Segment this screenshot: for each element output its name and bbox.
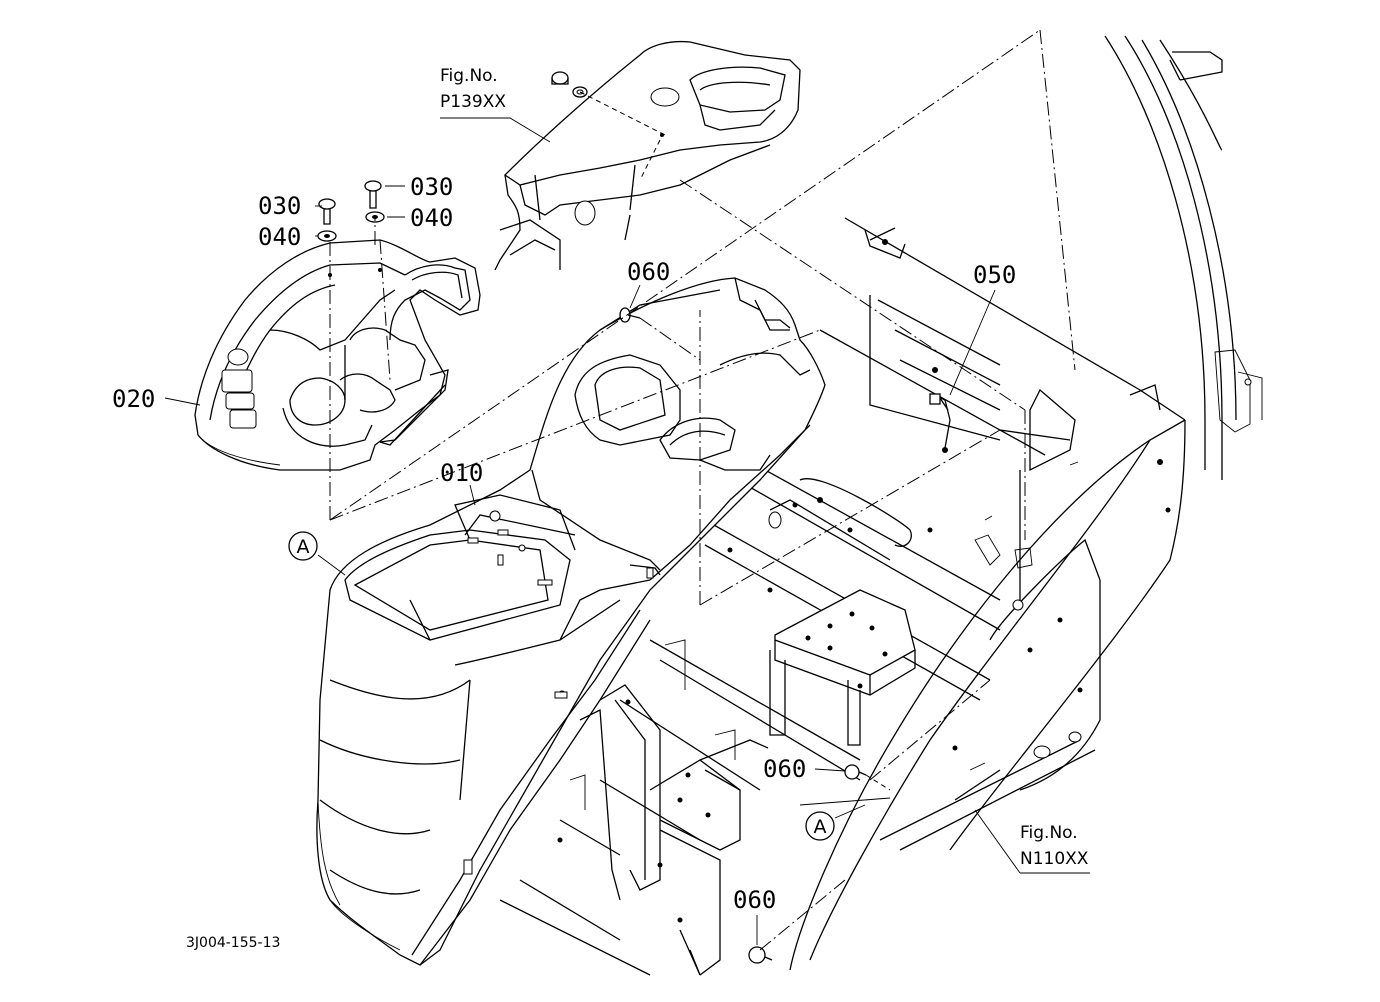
- label-060-bottom: 060: [733, 886, 776, 914]
- label-040-left: 040: [258, 223, 301, 251]
- reference-part-p139xx: [494, 40, 801, 271]
- drawing-code: 3J004-155-13: [186, 935, 280, 951]
- label-020: 020: [112, 385, 155, 413]
- grommet-060-bottom-icon: [748, 946, 773, 964]
- callout-a-right: A: [805, 811, 835, 841]
- fig-ref-top-line2: P139XX: [440, 92, 506, 112]
- cab-pillar: [1104, 35, 1263, 480]
- grommet-060-mid-icon: [844, 764, 867, 780]
- labels: Fig.No. P139XX Fig.No. N110XX 030 040 03…: [112, 66, 1089, 951]
- callout-a-right-letter: A: [814, 816, 827, 838]
- hardware-bolts: [317, 71, 951, 964]
- bolt-030-left-icon: [318, 198, 336, 225]
- callout-a-left: A: [288, 531, 318, 561]
- label-030-right: 030: [410, 173, 453, 201]
- label-050: 050: [973, 261, 1016, 289]
- fig-ref-top-line1: Fig.No.: [440, 66, 498, 86]
- fig-ref-bottom-line2: N110XX: [1020, 849, 1089, 869]
- cab-floor-frame: [499, 217, 1186, 976]
- part-020-upper-tray: [194, 239, 481, 471]
- bolt-030-right-icon: [364, 180, 382, 209]
- assembly-lines: [329, 29, 1076, 951]
- seat-bracket: [769, 589, 916, 746]
- right-side-rail: [789, 384, 1186, 971]
- part-010-console-cover: [316, 277, 826, 966]
- label-040-right: 040: [410, 204, 453, 232]
- label-060-mid: 060: [763, 755, 806, 783]
- lower-center-frame: [557, 639, 769, 976]
- leader-lines: [164, 117, 1090, 945]
- callout-a-left-letter: A: [297, 536, 310, 558]
- label-010: 010: [440, 459, 483, 487]
- nut-top-icon: [551, 71, 588, 98]
- washer-040-left-icon: [317, 230, 337, 242]
- label-060-top: 060: [627, 258, 670, 286]
- label-030-left: 030: [258, 192, 301, 220]
- clip-050-icon: [929, 393, 951, 449]
- fig-ref-bottom-line1: Fig.No.: [1020, 823, 1078, 843]
